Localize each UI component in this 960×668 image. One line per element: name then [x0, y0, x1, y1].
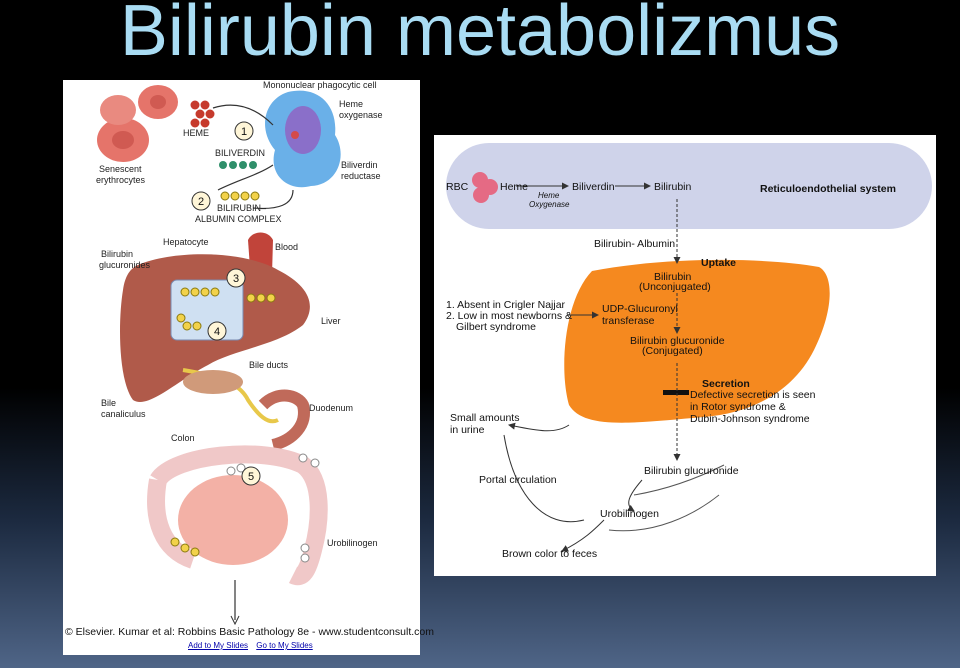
add-to-my-slides-link[interactable]: Add to My Slides [188, 641, 249, 650]
heme-oxygenase-label-2: oxygenase [339, 110, 383, 120]
bilirubin-albumin-label: Bilirubin- Albumin [594, 238, 675, 250]
conjugated-label-1: Bilirubin glucuronide [630, 335, 725, 347]
small-intestine-icon [178, 475, 288, 565]
figure-credit: © Elsevier. Kumar et al: Robbins Basic P… [65, 626, 434, 638]
res-label: Reticuloendothelial system [760, 183, 896, 195]
heme-oxygenase-label-1: Heme [538, 191, 560, 200]
reticuloendothelial-band [446, 143, 932, 229]
urobilinogen-label: Urobilinogen [327, 538, 378, 548]
step-1-label: 1 [241, 126, 247, 138]
step-2-label: 2 [198, 196, 204, 208]
secretion-label: Secretion [702, 378, 750, 390]
senescent-label-2: erythrocytes [96, 175, 146, 185]
liver-shape [564, 259, 830, 423]
hepatocyte-label: Hepatocyte [163, 237, 209, 247]
bilirubin-label: Bilirubin [654, 181, 692, 193]
colon-label: Colon [171, 433, 195, 443]
blood-label: Blood [275, 242, 298, 252]
rbc-label: RBC [446, 181, 469, 193]
colon-icon [150, 445, 328, 586]
biliverdin-molecules-icon [219, 161, 257, 169]
left-figure-panel: 1 2 3 4 5 Mononuclear phagocytic cell He… [63, 80, 434, 655]
step-4-label: 4 [214, 326, 220, 338]
defective-label-1: Defective secretion is seen [690, 389, 816, 401]
senescent-label-1: Senescent [99, 164, 142, 174]
glucuronides-label-2: glucuronides [99, 260, 151, 270]
right-diagram: RBC Heme Heme Oxygenase Biliverdin Bilir… [446, 143, 932, 560]
uptake-label: Uptake [701, 257, 736, 269]
udp-label-1: UDP-Glucuronyl [602, 303, 678, 315]
complex-label-2: ALBUMIN COMPLEX [195, 214, 282, 224]
gallbladder-icon [183, 370, 243, 394]
left-illustration: 1 2 3 4 5 Mononuclear phagocytic cell He… [96, 80, 383, 626]
complex-label-1: BILIRUBIN– [217, 203, 266, 213]
heme-label: Heme [500, 181, 528, 193]
right-figure-panel: RBC Heme Heme Oxygenase Biliverdin Bilir… [434, 135, 936, 576]
step-3-label: 3 [233, 273, 239, 285]
duodenum-label: Duodenum [309, 403, 353, 413]
biliverdin-reductase-label-2: reductase [341, 171, 381, 181]
slide-title: Bilirubin metabolizmus [119, 0, 841, 71]
urine-label-1: Small amounts [450, 412, 519, 424]
defective-label-3: Dubin-Johnson syndrome [690, 413, 810, 425]
glucuronides-label-1: Bilirubin [101, 249, 133, 259]
secretion-block-icon [663, 390, 689, 395]
biliverdin-label: Biliverdin [572, 181, 615, 193]
unconjugated-label-1: Bilirubin [654, 271, 692, 283]
bilirubin-albumin-icon [220, 191, 260, 201]
portal-circulation-label: Portal circulation [479, 474, 557, 486]
bile-ducts-label: Bile ducts [249, 360, 289, 370]
biliverdin-label: BILIVERDIN [215, 148, 265, 158]
bilirubin-glucuronide-label: Bilirubin glucuronide [644, 465, 739, 477]
notes-label-2: 2. Low in most newborns & [446, 310, 572, 322]
conjugated-label-2: (Conjugated) [642, 345, 703, 357]
urobilinogen-label: Urobilinogen [600, 508, 659, 520]
heme-oxygenase-label-1: Heme [339, 99, 363, 109]
bile-canaliculus-label-2: canaliculus [101, 409, 146, 419]
mononuclear-label: Mononuclear phagocytic cell [263, 80, 377, 90]
heme-oxygenase-label-2: Oxygenase [529, 200, 570, 209]
senescent-erythrocytes-icon [97, 85, 178, 162]
heme-molecules-icon [190, 100, 215, 128]
go-to-my-slides-link[interactable]: Go to My Slides [256, 641, 313, 650]
rbc-icon [472, 172, 498, 203]
defective-label-2: in Rotor syndrome & [690, 401, 786, 413]
notes-label-1: 1. Absent in Crigler Najjar [446, 299, 566, 311]
feces-label: Brown color to feces [502, 548, 597, 560]
step-5-label: 5 [248, 471, 254, 483]
udp-label-2: transferase [602, 315, 655, 327]
bile-canaliculus-label-1: Bile [101, 398, 116, 408]
duodenum-icon [258, 389, 310, 451]
heme-label: HEME [183, 128, 209, 138]
liver-label: Liver [321, 316, 341, 326]
mononuclear-cell-icon [265, 90, 341, 188]
biliverdin-reductase-label-1: Biliverdin [341, 160, 378, 170]
unconjugated-label-2: (Unconjugated) [639, 281, 711, 293]
notes-label-3: Gilbert syndrome [456, 321, 536, 333]
urine-label-2: in urine [450, 424, 485, 436]
